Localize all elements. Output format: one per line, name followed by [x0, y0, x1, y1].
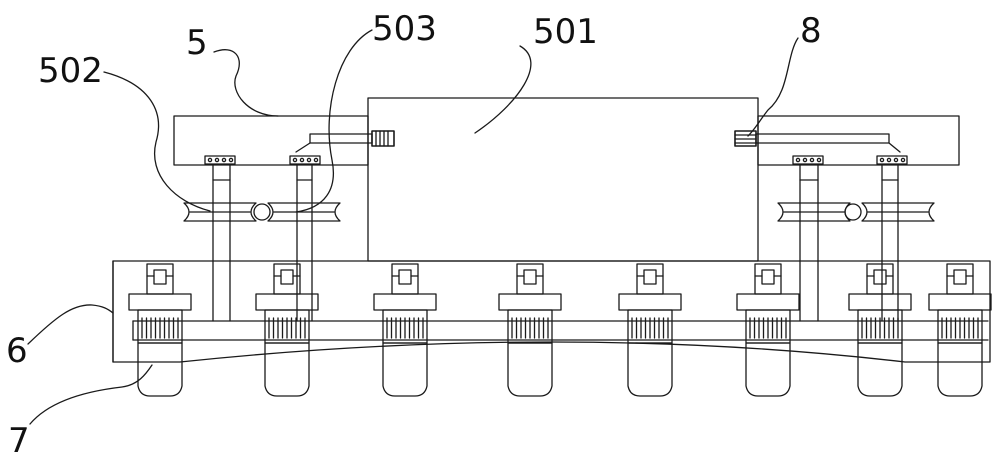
clamp-hole — [893, 157, 899, 163]
left-connector — [371, 130, 395, 147]
clamp-hole — [816, 157, 822, 163]
left-mount-box — [173, 115, 369, 166]
motor-bracket — [636, 263, 664, 295]
motor-flange — [848, 293, 912, 311]
motor-body — [264, 342, 310, 397]
right-actuator-rod — [755, 133, 890, 144]
motor-flange — [255, 293, 319, 311]
motor-module — [498, 263, 562, 397]
clamp-hole — [313, 157, 319, 163]
pulley — [861, 202, 935, 222]
motor-module — [618, 263, 682, 397]
motor-bracket — [516, 263, 544, 295]
mount-clamp — [876, 155, 908, 165]
motor-body — [937, 342, 983, 397]
motor-body — [507, 342, 553, 397]
label-6: 6 — [6, 331, 28, 371]
left-actuator-link — [295, 142, 311, 153]
clamp-hole — [292, 157, 298, 163]
motor-module — [848, 263, 912, 397]
motor-flange — [736, 293, 800, 311]
motor-module — [373, 263, 437, 397]
motor-bracket — [391, 263, 419, 295]
leader-line-501 — [474, 45, 532, 134]
motor-flange — [618, 293, 682, 311]
clamp-hole — [900, 157, 906, 163]
label-5: 5 — [186, 23, 208, 63]
pulley-rim — [267, 202, 341, 222]
bearing — [844, 203, 862, 221]
motor-bracket-slot — [280, 269, 294, 285]
clamp-hole — [879, 157, 885, 163]
mount-clamp — [792, 155, 824, 165]
motor-bracket — [866, 263, 894, 295]
clamp-hole — [886, 157, 892, 163]
motor-body — [137, 342, 183, 397]
base-plate — [112, 260, 991, 363]
motor-bracket-slot — [398, 269, 412, 285]
pulley — [777, 202, 851, 222]
pulley-rim — [183, 202, 257, 222]
clamp-hole — [214, 157, 220, 163]
motor-bracket — [273, 263, 301, 295]
leader-line-8 — [747, 37, 799, 137]
cross-beams — [132, 320, 989, 341]
pulley — [267, 202, 341, 222]
motor-bracket — [146, 263, 174, 295]
motor-body — [382, 342, 428, 397]
motor-bracket-slot — [153, 269, 167, 285]
motor-bracket-slot — [873, 269, 887, 285]
left-actuator-rod — [309, 133, 373, 144]
central-box — [367, 97, 759, 262]
mount-clamp — [204, 155, 236, 165]
leader-line-503 — [295, 29, 373, 213]
right-actuator-link — [888, 142, 901, 153]
motor-module — [255, 263, 319, 397]
clamp-hole — [299, 157, 305, 163]
motor-module — [928, 263, 992, 397]
mount-clamps — [204, 155, 908, 165]
clamp-hole — [207, 157, 213, 163]
clamp-hole — [228, 157, 234, 163]
leader-line-502 — [103, 71, 211, 212]
pulley-wheels — [183, 202, 935, 222]
motor-row — [128, 263, 992, 397]
motor-module — [128, 263, 192, 397]
motor-flange — [498, 293, 562, 311]
diagram-lines — [27, 29, 992, 425]
right-mount-box — [757, 115, 960, 166]
motor-bracket — [946, 263, 974, 295]
motor-bracket-slot — [953, 269, 967, 285]
label-7: 7 — [8, 421, 30, 459]
label-8: 8 — [800, 11, 822, 51]
label-502: 502 — [38, 51, 103, 91]
motor-body — [745, 342, 791, 397]
motor-bracket-slot — [643, 269, 657, 285]
bearing — [253, 203, 271, 221]
motor-bracket-slot — [761, 269, 775, 285]
motor-module — [736, 263, 800, 397]
support-posts — [212, 164, 899, 322]
clamp-hole — [809, 157, 815, 163]
motor-body — [627, 342, 673, 397]
clamp-hole — [795, 157, 801, 163]
clamp-hole — [306, 157, 312, 163]
mount-clamp — [289, 155, 321, 165]
motor-bracket-slot — [523, 269, 537, 285]
motor-flange — [928, 293, 992, 311]
label-501: 501 — [533, 12, 598, 52]
motor-body — [857, 342, 903, 397]
clamp-hole — [221, 157, 227, 163]
leader-line-6 — [27, 304, 114, 345]
leader-line-7 — [29, 364, 153, 425]
label-503: 503 — [372, 9, 437, 49]
leader-line-5 — [213, 49, 279, 117]
clamp-hole — [802, 157, 808, 163]
motor-bracket — [754, 263, 782, 295]
motor-flange — [128, 293, 192, 311]
motor-flange — [373, 293, 437, 311]
pulley-rim — [861, 202, 935, 222]
pulley — [183, 202, 257, 222]
